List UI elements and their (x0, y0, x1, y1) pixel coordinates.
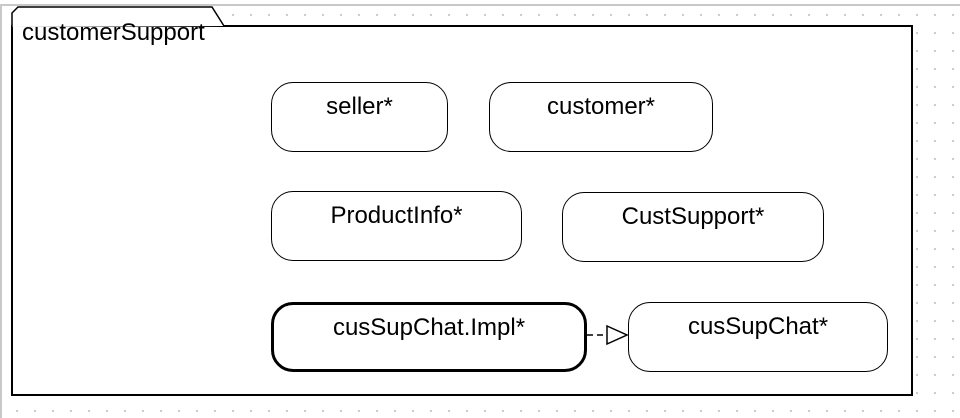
node-cus-sup-chat-impl[interactable]: cusSupChat.Impl* (271, 302, 587, 372)
canvas-left-border (0, 4, 2, 418)
node-cus-sup-chat[interactable]: cusSupChat* (628, 302, 888, 372)
node-cust-support[interactable]: CustSupport* (562, 192, 824, 262)
realization-arrowhead-icon (606, 324, 629, 346)
node-customer[interactable]: customer* (489, 82, 713, 152)
package-frame-title: customerSupport (22, 19, 205, 46)
node-product-info[interactable]: ProductInfo* (271, 191, 522, 261)
realization-connector[interactable] (585, 318, 631, 348)
canvas-top-border (0, 4, 960, 6)
node-seller[interactable]: seller* (271, 82, 448, 152)
